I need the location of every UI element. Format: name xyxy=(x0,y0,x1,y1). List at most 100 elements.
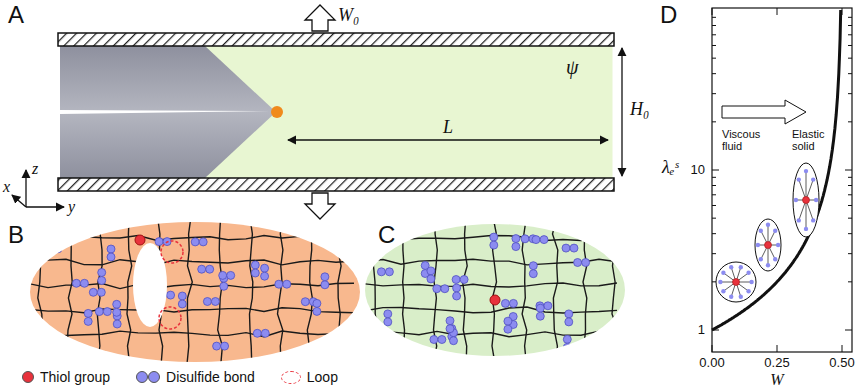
disulfide-dot xyxy=(251,261,259,269)
legend-text: Loop xyxy=(307,369,338,385)
disulfide-dot xyxy=(54,245,62,253)
disulfide-dot xyxy=(89,288,97,296)
polymer-chain xyxy=(365,331,617,337)
pull-arrow-down xyxy=(305,193,335,219)
disulfide-dot xyxy=(446,317,454,325)
crack xyxy=(60,110,270,114)
disulfide-dot xyxy=(490,241,498,249)
thiol-dot xyxy=(135,235,145,245)
disulfide-dot xyxy=(563,343,571,351)
tick-label: 0.25 xyxy=(764,356,789,370)
polymer-chain xyxy=(372,218,377,362)
disulfide-dot xyxy=(103,308,111,316)
chain-end xyxy=(749,280,753,284)
thiol-dot xyxy=(765,242,772,249)
y-tick xyxy=(712,253,716,254)
disulfide-dot xyxy=(544,302,552,310)
disulfide-dot xyxy=(427,275,435,283)
damaged-network xyxy=(30,222,360,362)
disulfide-dot xyxy=(84,309,92,317)
legend-item: Disulfide bond xyxy=(136,369,255,385)
y-tick xyxy=(848,93,852,94)
y-tick xyxy=(848,17,852,18)
polymer-chain xyxy=(67,218,72,362)
disulfide-dot xyxy=(98,269,106,277)
loop-mark xyxy=(161,241,183,263)
chain-end xyxy=(797,218,801,222)
y-tick xyxy=(712,25,716,26)
disulfide-dot xyxy=(565,318,573,326)
disulfide-dot xyxy=(97,288,105,296)
y-tick xyxy=(845,170,852,171)
disulfide-dot xyxy=(501,299,509,307)
disulfide-dot xyxy=(227,271,235,279)
disulfide-dot xyxy=(563,335,571,343)
y-tick xyxy=(712,121,716,122)
chain-end xyxy=(773,229,777,233)
disulfide-dot xyxy=(453,292,461,300)
legend: Thiol groupDisulfide bondLoop xyxy=(22,369,338,385)
chain-end xyxy=(759,257,763,261)
chain-end xyxy=(721,289,725,293)
disulfide-dot xyxy=(84,317,92,325)
disulfide-dot xyxy=(532,236,540,244)
loop-swatch xyxy=(281,371,301,384)
y-tick xyxy=(712,281,716,282)
inset-chain-shape xyxy=(755,219,781,271)
disulfide-dot xyxy=(512,243,520,251)
tick-label: 10 xyxy=(691,163,705,177)
disulfide-dot xyxy=(504,325,512,333)
chain-end xyxy=(766,263,770,267)
disulfide-dot xyxy=(155,238,163,246)
legend-swatch xyxy=(22,371,34,383)
chain-arm xyxy=(806,171,807,200)
disulfide-dot xyxy=(219,271,227,279)
inset-chain-shape xyxy=(793,163,819,237)
legend-swatch xyxy=(281,371,301,384)
polymer-chain xyxy=(463,218,468,362)
bottom-plate xyxy=(58,178,614,191)
y-tick xyxy=(848,121,852,122)
panel-letter: D xyxy=(660,2,677,28)
disulfide-dot xyxy=(427,267,435,275)
disulfide-dot xyxy=(54,237,62,245)
disulfide-dot xyxy=(113,308,121,316)
y-tick xyxy=(848,233,852,234)
y-tick xyxy=(712,185,716,186)
polymer-chain xyxy=(307,218,312,362)
y-tick xyxy=(848,205,852,206)
disulfide-dot xyxy=(221,342,229,350)
chain-end xyxy=(804,227,808,231)
chain-end xyxy=(794,198,798,202)
dimension-label: H₀ xyxy=(630,100,649,120)
polymer-chain xyxy=(612,218,618,362)
axis-name: x xyxy=(3,178,10,196)
disulfide-dot xyxy=(430,336,438,344)
polymer-chain xyxy=(278,218,283,362)
disulfide-dot xyxy=(384,318,392,326)
disulfide-dot xyxy=(433,285,441,293)
disulfide-dot xyxy=(313,299,321,307)
y-tick xyxy=(848,281,852,282)
x-tick xyxy=(777,8,778,15)
disulfide-dot xyxy=(438,336,446,344)
polymer-chain xyxy=(250,218,253,362)
y-tick xyxy=(712,93,716,94)
x-tick xyxy=(842,345,843,352)
y-tick xyxy=(848,34,852,35)
disulfide-dot xyxy=(98,277,106,285)
transition-arrow xyxy=(722,100,806,124)
disulfide-dot xyxy=(512,235,520,243)
swatch-dot xyxy=(22,371,34,383)
disulfide-dot xyxy=(536,312,544,320)
y-tick xyxy=(712,177,716,178)
height-dimension xyxy=(621,48,622,176)
disulfide-dot xyxy=(80,279,88,287)
x-tick xyxy=(777,345,778,352)
chain-end xyxy=(797,177,801,181)
y-tick xyxy=(712,218,716,219)
disulfide-dot xyxy=(206,265,214,273)
solid-block xyxy=(60,46,276,178)
disulfide-dot xyxy=(113,300,121,308)
